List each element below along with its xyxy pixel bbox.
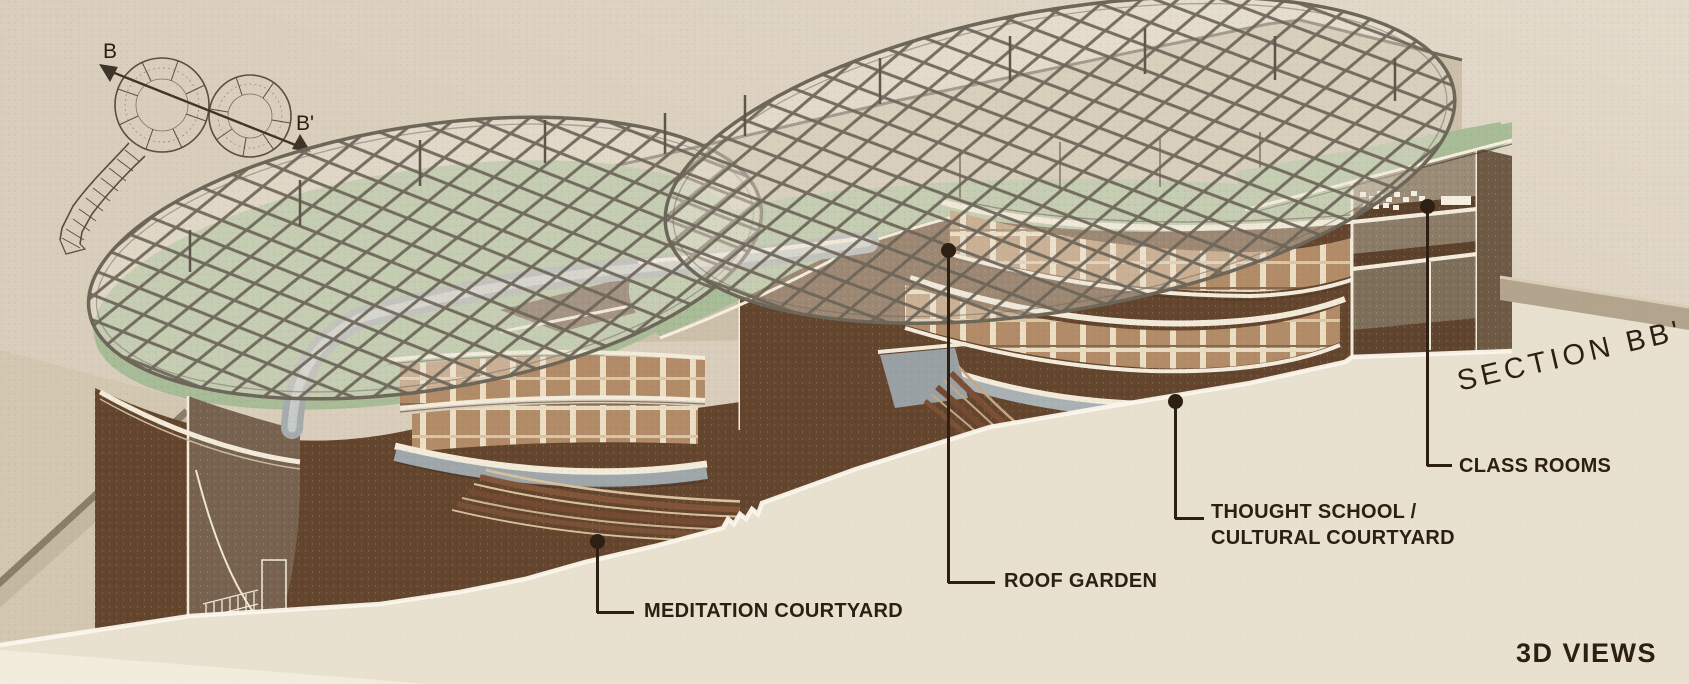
callout-label: MEDITATION COURTYARD <box>644 600 903 622</box>
callout-dot <box>1167 393 1183 409</box>
drawing-type-label: 3D VIEWS <box>1515 638 1657 668</box>
leader-line-horizontal <box>597 610 634 614</box>
callout-dot <box>1419 198 1435 214</box>
leader-line-horizontal <box>948 580 995 584</box>
leader-line-vertical <box>946 257 950 583</box>
callout-label: THOUGHT SCHOOL / CULTURAL COURTYARD <box>1211 501 1455 549</box>
leader-line-horizontal <box>1427 463 1452 467</box>
leader-line-vertical <box>595 548 599 613</box>
leader-line-vertical <box>1425 213 1429 466</box>
callout-label: CLASS ROOMS <box>1459 455 1612 477</box>
section-marker-b-prime: B' <box>296 112 315 135</box>
leader-line-horizontal <box>1175 516 1204 520</box>
section-marker-b: B <box>103 40 118 63</box>
callout-label: ROOF GARDEN <box>1004 570 1158 592</box>
callout-dot <box>589 533 605 549</box>
callout-dot <box>940 242 956 258</box>
leader-line-vertical <box>1173 408 1177 519</box>
